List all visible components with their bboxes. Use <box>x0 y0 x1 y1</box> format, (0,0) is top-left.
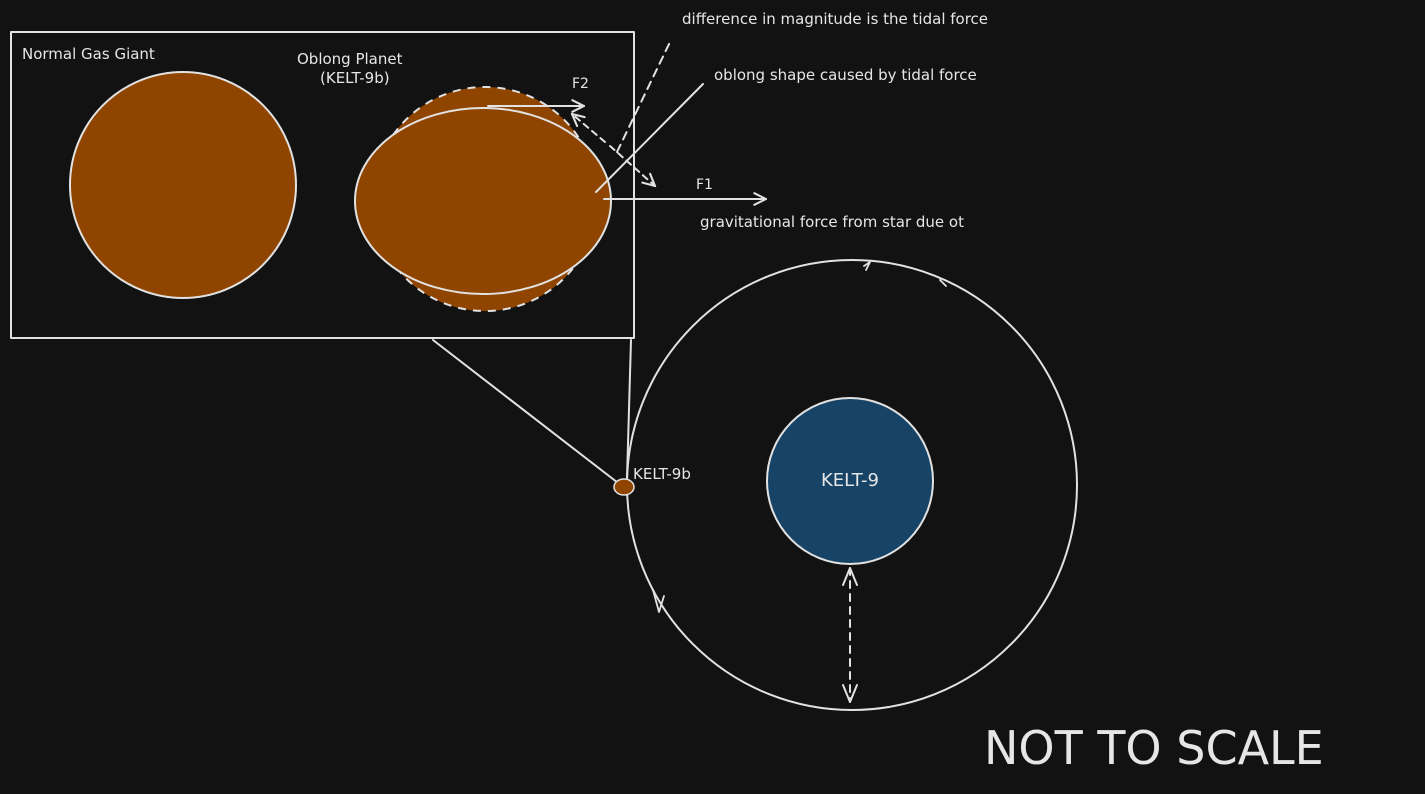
star-label: KELT-9 <box>821 470 879 491</box>
oblong-planet <box>354 107 612 295</box>
zoom-inset-frame <box>10 31 635 339</box>
gravitational-force-annotation: gravitational force from star due ot <box>700 213 964 231</box>
normal-gas-giant-label: Normal Gas Giant <box>22 45 155 63</box>
planet-kelt-9b-small <box>613 478 635 496</box>
f1-label: F1 <box>696 177 713 193</box>
not-to-scale-label: NOT TO SCALE <box>984 721 1324 775</box>
orbit-direction-tick-top <box>863 261 871 271</box>
oblong-planet-label-line1: Oblong Planet <box>297 50 403 68</box>
orbital-distance-arrowhead-top <box>842 567 858 586</box>
zoom-connector-right <box>626 339 632 479</box>
zoom-connector-left <box>432 339 623 487</box>
orbital-distance-arrowhead-bottom <box>842 684 858 703</box>
orbit-direction-tick-left <box>652 589 665 613</box>
f2-label: F2 <box>572 76 589 92</box>
tidal-difference-arrow-up <box>572 114 606 143</box>
oblong-planet-label-line2: (KELT-9b) <box>320 69 390 87</box>
tidal-difference-annotation: difference in magnitude is the tidal for… <box>682 10 988 28</box>
normal-gas-giant-planet <box>69 71 297 299</box>
tidal-difference-leader <box>616 41 671 153</box>
orbit-direction-tick-right <box>939 279 947 287</box>
oblong-shape-leader <box>595 83 704 193</box>
oblong-shape-annotation: oblong shape caused by tidal force <box>714 66 977 84</box>
planet-label: KELT-9b <box>633 465 691 483</box>
star-kelt-9 <box>766 397 934 565</box>
